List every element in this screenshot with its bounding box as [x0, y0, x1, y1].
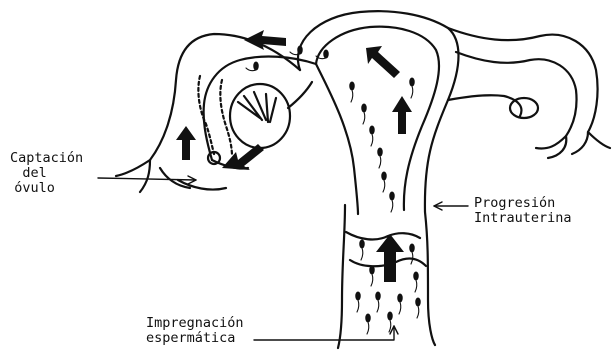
ovum-path [198, 76, 214, 154]
impregnacion-line-1: Impregnación [146, 316, 244, 331]
progresion-label: Progresión Intrauterina [474, 196, 572, 226]
arrow-uterus-up [392, 96, 412, 134]
arrow-cervix-up [376, 234, 404, 282]
captacion-leader [98, 178, 196, 180]
ovarian-ligament [288, 82, 312, 108]
right-fimbriae [536, 132, 610, 158]
captacion-label: Captación del óvulo [10, 151, 83, 196]
captacion-line-1: Captación [10, 151, 83, 166]
captacion-line-3: óvulo [10, 181, 83, 196]
arrow-ovary-left [222, 144, 264, 170]
arrow-ovum-up [176, 126, 196, 160]
progresion-line-1: Progresión [474, 196, 572, 211]
cervix-outline [338, 205, 345, 348]
impregnacion-leader [254, 326, 394, 340]
right-tube-lower [456, 52, 577, 136]
progresion-line-2: Intrauterina [474, 211, 572, 226]
sperm-cluster [246, 46, 420, 334]
cervical-os [346, 232, 420, 239]
right-ovary [510, 98, 538, 118]
ovarian-follicle [238, 92, 276, 122]
impregnacion-line-2: espermática [146, 331, 244, 346]
impregnacion-label: Impregnación espermática [146, 316, 244, 346]
arrow-tube-upper-right [366, 46, 400, 78]
captacion-line-2: del [10, 166, 83, 181]
